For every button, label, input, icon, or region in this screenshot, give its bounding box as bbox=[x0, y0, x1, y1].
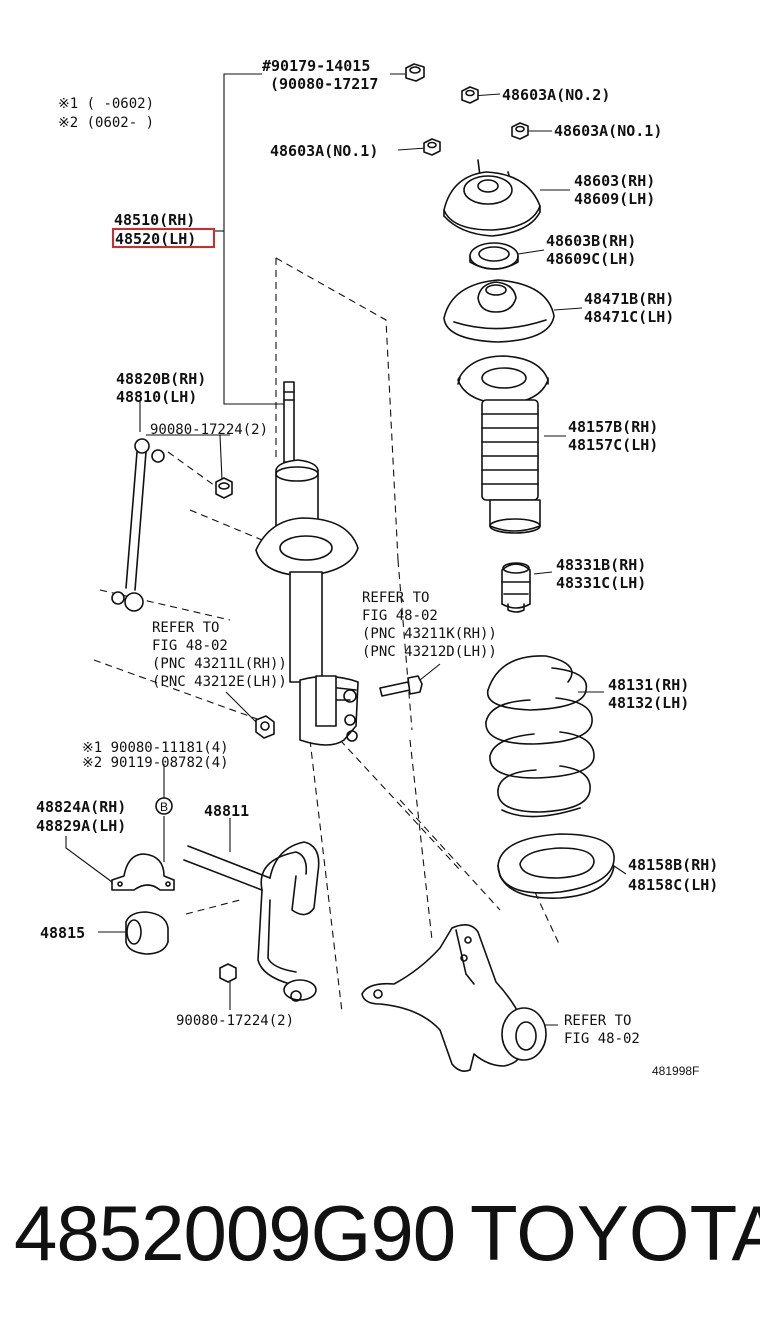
label-seat-lower-rh: 48158B(RH) bbox=[628, 856, 718, 874]
label-mount-nut-no1-right: 48603A(NO.1) bbox=[554, 122, 662, 140]
stabilizer-link bbox=[111, 438, 233, 612]
strut-bolt-nut bbox=[255, 715, 275, 739]
brand-name: TOYOTA bbox=[470, 1189, 760, 1277]
stabilizer-bushing bbox=[125, 911, 169, 955]
label-link-nut: 90080-17224(2) bbox=[150, 422, 268, 438]
mount-nut-top bbox=[405, 63, 425, 82]
label-stab-nut: 90080-17224(2) bbox=[176, 1013, 294, 1029]
note-1: ※1 ( -0602) bbox=[58, 96, 154, 112]
label-refer-right-4: (PNC 43212D(LH)) bbox=[362, 644, 497, 660]
part-number: 4852009G90 bbox=[14, 1189, 456, 1277]
label-refer-right-3: (PNC 43211K(RH)) bbox=[362, 626, 497, 642]
figure-id: 481998F bbox=[652, 1064, 699, 1078]
dust-boot bbox=[457, 355, 549, 534]
bearing-ring bbox=[469, 242, 519, 270]
label-bearing-rh: 48603B(RH) bbox=[546, 232, 636, 250]
label-boot-lh: 48157C(LH) bbox=[568, 436, 658, 454]
upper-support-mount bbox=[443, 159, 541, 237]
label-seat-lower-lh: 48158C(LH) bbox=[628, 876, 718, 894]
label-refer-left-2: FIG 48-02 bbox=[152, 638, 228, 654]
lower-spring-insulator bbox=[497, 833, 615, 899]
label-nut-top-1: #90179-14015 bbox=[262, 57, 370, 75]
stabilizer-bar bbox=[183, 841, 320, 1002]
knuckle-bolt bbox=[379, 675, 423, 697]
label-link-lh: 48810(LH) bbox=[116, 388, 197, 406]
shock-absorber bbox=[255, 381, 359, 746]
label-bushing: 48815 bbox=[40, 924, 85, 942]
mount-nut-no1-right bbox=[511, 122, 529, 140]
label-refer-left-3: (PNC 43211L(RH)) bbox=[152, 656, 287, 672]
label-strut-lh: 48520(LH) bbox=[115, 230, 196, 248]
label-refer-left-4: (PNC 43212E(LH)) bbox=[152, 674, 287, 690]
label-mount-rh: 48603(RH) bbox=[574, 172, 655, 190]
upper-spring-seat bbox=[443, 279, 555, 343]
label-refer-bottom-1: REFER TO bbox=[564, 1013, 631, 1029]
label-seat-upper-rh: 48471B(RH) bbox=[584, 290, 674, 308]
label-spring-rh: 48131(RH) bbox=[608, 676, 689, 694]
label-refer-bottom-2: FIG 48-02 bbox=[564, 1031, 640, 1047]
label-bolt-2: ※2 90119-08782(4) bbox=[82, 755, 229, 771]
label-boot-rh: 48157B(RH) bbox=[568, 418, 658, 436]
bushing-bracket bbox=[111, 853, 175, 891]
label-bumper-rh: 48331B(RH) bbox=[556, 556, 646, 574]
exploded-parts-diagram: ※1 ( -0602) ※2 (0602- ) bbox=[36, 57, 718, 1078]
label-refer-left-1: REFER TO bbox=[152, 620, 219, 636]
assembly-dashed-lines bbox=[93, 257, 561, 1013]
label-mount-lh: 48609(LH) bbox=[574, 190, 655, 208]
label-stabilizer: 48811 bbox=[204, 802, 249, 820]
mount-nut-no1-left bbox=[423, 138, 441, 156]
label-spring-lh: 48132(LH) bbox=[608, 694, 689, 712]
bolt-tag: B bbox=[155, 797, 173, 815]
label-link-rh: 48820B(RH) bbox=[116, 370, 206, 388]
coil-spring bbox=[485, 655, 595, 818]
bolt-tag-letter: B bbox=[160, 800, 168, 814]
label-nut-top-2: (90080-17217 bbox=[270, 75, 378, 93]
label-bearing-lh: 48609C(LH) bbox=[546, 250, 636, 268]
steering-knuckle bbox=[361, 924, 547, 1072]
label-refer-right-2: FIG 48-02 bbox=[362, 608, 438, 624]
label-mount-nut-no1-left: 48603A(NO.1) bbox=[270, 142, 378, 160]
label-seat-upper-lh: 48471C(LH) bbox=[584, 308, 674, 326]
note-2: ※2 (0602- ) bbox=[58, 115, 154, 131]
bump-stopper bbox=[501, 562, 531, 613]
label-mount-nut-no2: 48603A(NO.2) bbox=[502, 86, 610, 104]
label-strut-rh: 48510(RH) bbox=[114, 211, 195, 229]
label-refer-right-1: REFER TO bbox=[362, 590, 429, 606]
label-bracket-lh: 48829A(LH) bbox=[36, 817, 126, 835]
highlight-box bbox=[112, 228, 215, 248]
label-bracket-rh: 48824A(RH) bbox=[36, 798, 126, 816]
label-bumper-lh: 48331C(LH) bbox=[556, 574, 646, 592]
leader-lines bbox=[65, 73, 627, 1026]
mount-nut-no2 bbox=[461, 86, 479, 104]
label-bolt-1: ※1 90080-11181(4) bbox=[82, 740, 229, 756]
